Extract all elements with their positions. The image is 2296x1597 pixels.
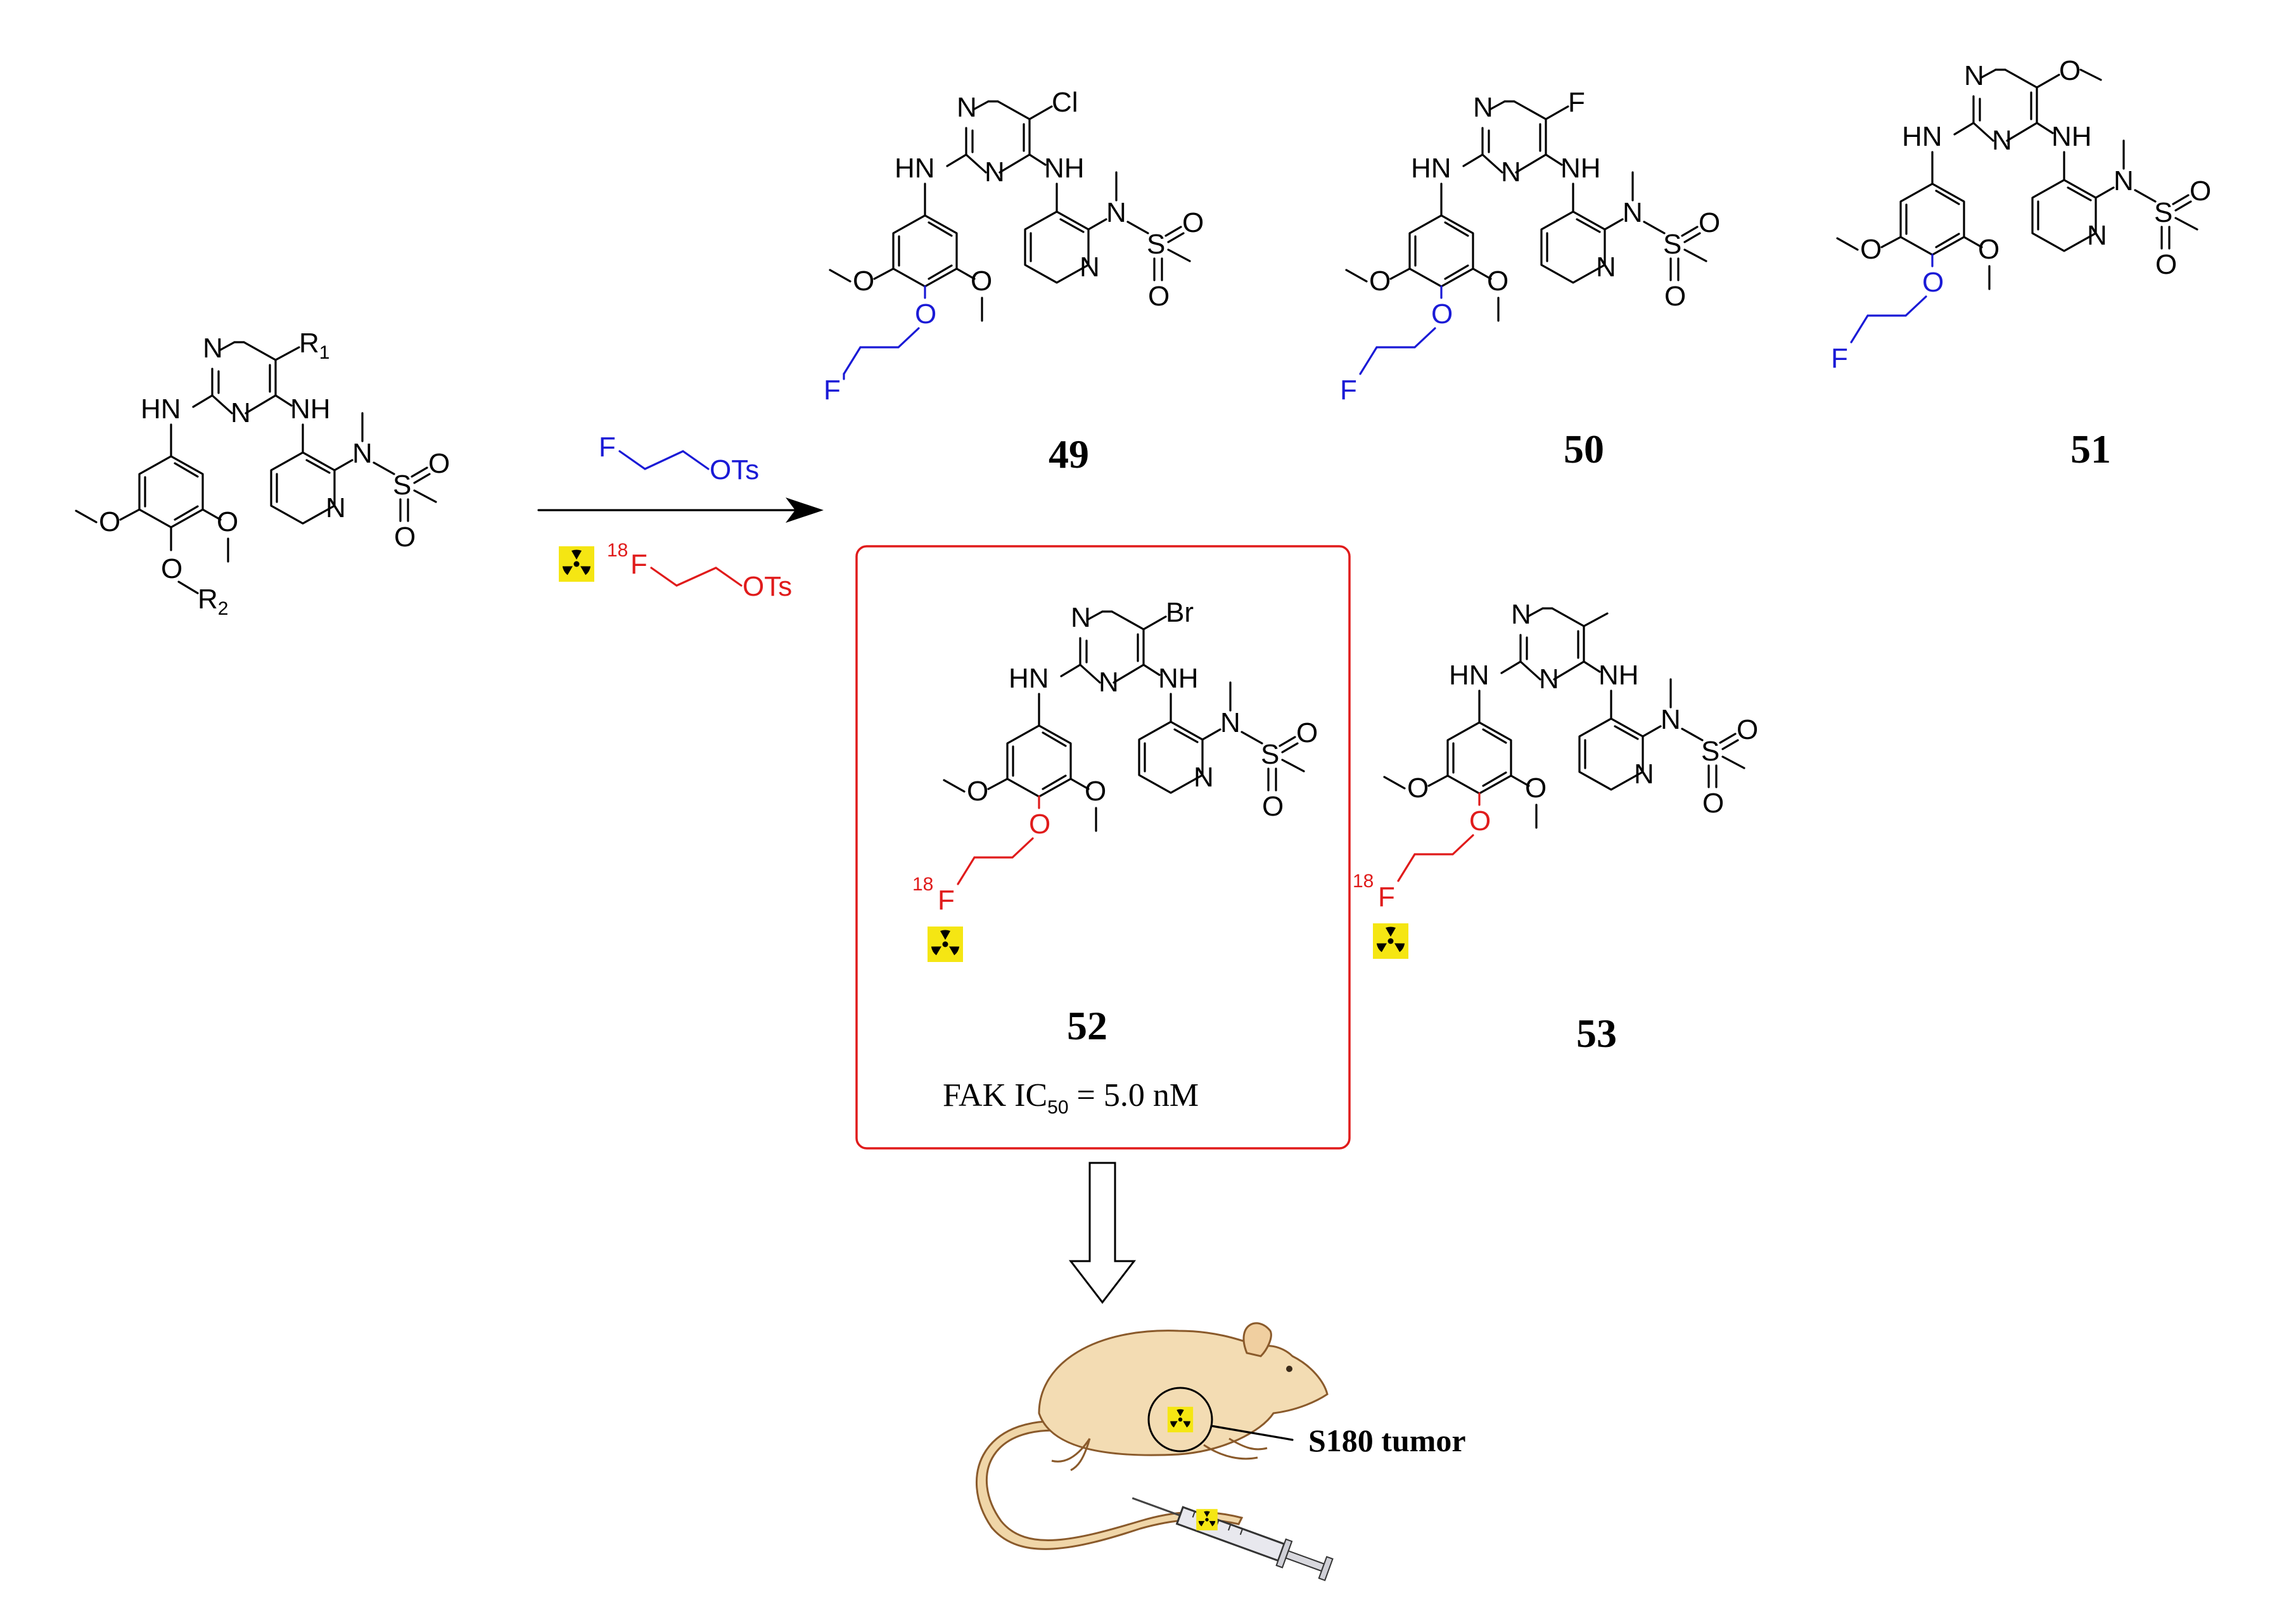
reagent-fluoroethyl-tosylate: F OTs [599, 432, 759, 485]
bromo-label: Br [1166, 597, 1194, 628]
fak-ic50: FAK IC50 = 5.0 nM [943, 1077, 1199, 1118]
reagent-f: F [599, 432, 616, 463]
radiation-hazard-icon [1167, 1406, 1194, 1433]
fluoro-label: F [1568, 87, 1585, 118]
radiation-hazard-icon [928, 927, 963, 962]
radiation-hazard-icon [559, 546, 594, 582]
isotope-mass: 18 [912, 874, 933, 895]
fluorine-label: F [1831, 343, 1848, 374]
r1-label: R1 [299, 328, 329, 363]
highlight-box [855, 545, 1351, 1150]
reaction-arrow [537, 497, 824, 523]
compound-49: Cl O F [824, 87, 1205, 406]
oxygen-label: O [1922, 267, 1944, 298]
reagent-f: F [630, 549, 647, 580]
fluorine-label: F [1378, 882, 1395, 913]
down-arrow-icon [1068, 1162, 1137, 1304]
reagent-18f-fluoroethyl-tosylate: 18 F OTs [559, 540, 792, 602]
fluorine-label: F [824, 375, 841, 406]
oxygen-label: O [1469, 805, 1491, 837]
fluorine-label: F [938, 885, 955, 916]
compound-number-50: 50 [1564, 427, 1604, 471]
oxygen-label: O [915, 298, 936, 330]
tumor-label: S180 tumor [1308, 1423, 1466, 1458]
isotope-mass: 18 [1353, 871, 1374, 892]
compound-53: O 18 F [1353, 598, 1759, 959]
mouse-icon [976, 1322, 1329, 1550]
compound-number-53: 53 [1576, 1011, 1617, 1056]
chloro-label: Cl [1052, 87, 1078, 118]
methoxy-oxygen-label: O [2059, 55, 2081, 86]
oxygen-label: O [1029, 809, 1050, 840]
radiation-hazard-icon [1196, 1509, 1218, 1530]
reagent-ots: OTs [710, 454, 759, 485]
radiation-hazard-icon [1373, 923, 1408, 959]
r2-label: R2 [198, 584, 228, 619]
starting-material: R1 O R2 [75, 328, 451, 619]
compound-50: F O F [1340, 87, 1721, 406]
syringe-icon [1132, 1497, 1334, 1582]
oxygen-label: O [161, 553, 182, 584]
fluorine-label: F [1340, 375, 1357, 406]
compound-52: Br O 18 F [912, 597, 1319, 962]
oxygen-label: O [1431, 298, 1453, 330]
reagent-ots: OTs [743, 571, 792, 602]
compound-number-49: 49 [1049, 432, 1089, 477]
compound-number-52: 52 [1067, 1003, 1107, 1048]
isotope-mass: 18 [607, 540, 628, 561]
compound-51: O O F [1831, 55, 2212, 374]
compound-number-51: 51 [2070, 427, 2111, 471]
